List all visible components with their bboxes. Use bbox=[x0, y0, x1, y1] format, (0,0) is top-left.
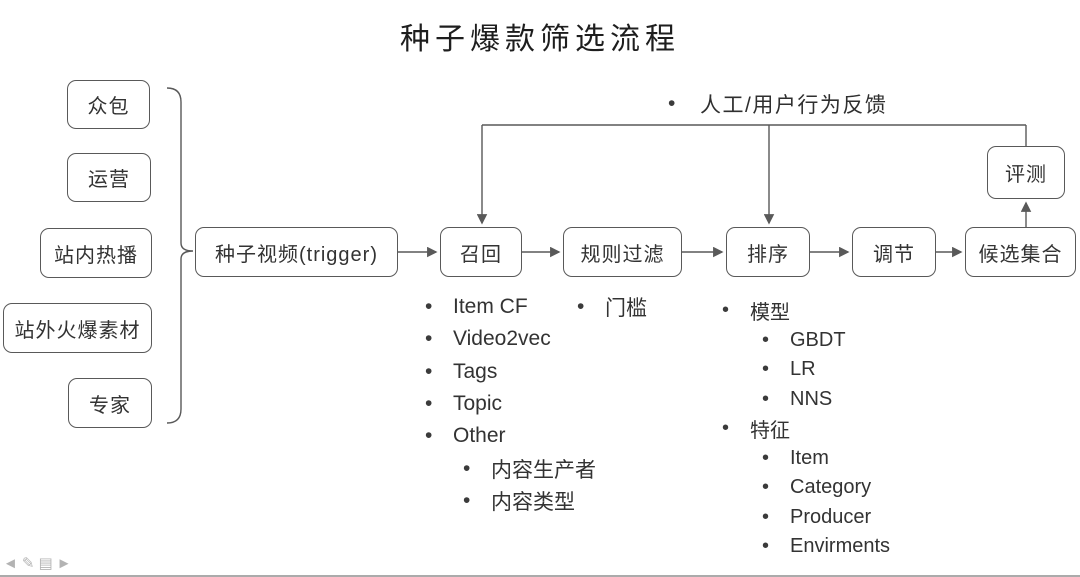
list-item-label: 内容生产者 bbox=[491, 458, 596, 482]
source-box-onsite-hot: 站内热播 bbox=[40, 228, 152, 278]
list-item: Topic bbox=[425, 388, 596, 420]
list-subitem: 内容类型 bbox=[463, 485, 596, 517]
flow-label: 规则过滤 bbox=[580, 243, 665, 266]
bullet-icon bbox=[762, 329, 790, 352]
bullet-icon bbox=[425, 295, 453, 319]
bullet-icon bbox=[463, 489, 491, 513]
bullet-icon bbox=[762, 358, 790, 381]
ranking-detail-list: 模型 GBDT LR NNS 特征 Item Category Producer… bbox=[722, 296, 890, 562]
rule-criteria-list: 门槛 bbox=[577, 291, 647, 323]
flow-box-adjust: 调节 bbox=[852, 227, 936, 277]
flow-box-seed-video-trigger: 种子视频(trigger) bbox=[195, 227, 398, 277]
bullet-icon bbox=[762, 388, 790, 411]
slide-menu-icon[interactable]: ▤ bbox=[38, 555, 53, 572]
list-item-label: 模型 bbox=[750, 302, 790, 325]
source-label: 专家 bbox=[89, 394, 131, 417]
list-item-label: Envirments bbox=[790, 535, 891, 558]
list-subitem: Item bbox=[762, 444, 890, 474]
bullet-icon bbox=[762, 535, 790, 558]
pen-icon[interactable]: ✎ bbox=[21, 555, 35, 572]
source-box-crowdsourcing: 众包 bbox=[67, 80, 150, 129]
bullet-icon bbox=[722, 299, 750, 322]
bottom-divider bbox=[0, 575, 1080, 577]
forward-arrow-icon[interactable]: ► bbox=[56, 555, 72, 572]
list-item-label: Producer bbox=[790, 505, 872, 528]
list-item-label: Item CF bbox=[453, 295, 528, 319]
flow-label: 种子视频(trigger) bbox=[214, 243, 378, 266]
bullet-icon bbox=[762, 506, 790, 529]
source-label: 站外火爆素材 bbox=[14, 319, 141, 342]
list-item-label: Video2vec bbox=[453, 327, 551, 351]
back-arrow-icon[interactable]: ◄ bbox=[3, 555, 18, 572]
list-item: Tags bbox=[425, 356, 596, 388]
slideshow-controls: ◄ ✎ ▤ ► bbox=[3, 555, 71, 573]
bullet-icon bbox=[463, 457, 491, 481]
source-label: 站内热播 bbox=[54, 244, 138, 267]
flow-label: 调节 bbox=[873, 243, 915, 266]
flow-label: 召回 bbox=[460, 243, 502, 266]
list-subitem: 内容生产者 bbox=[463, 452, 596, 484]
flow-label: 排序 bbox=[747, 243, 789, 266]
feedback-note: 人工/用户行为反馈 bbox=[668, 89, 887, 119]
list-item-label: Tags bbox=[453, 359, 498, 383]
flow-box-candidate-set: 候选集合 bbox=[965, 227, 1076, 277]
list-item-label: NNS bbox=[790, 387, 833, 410]
list-item: 特征 bbox=[722, 414, 890, 444]
bullet-icon bbox=[722, 417, 750, 440]
list-item-label: LR bbox=[790, 358, 816, 381]
list-subitem: Envirments bbox=[762, 532, 890, 562]
list-item-label: Topic bbox=[453, 392, 503, 416]
list-item: 模型 bbox=[722, 296, 890, 326]
flow-box-rank: 排序 bbox=[726, 227, 810, 277]
bullet-icon bbox=[668, 92, 700, 116]
bullet-icon bbox=[577, 295, 605, 319]
bullet-icon bbox=[425, 327, 453, 351]
source-label: 运营 bbox=[88, 169, 130, 191]
list-item-label: 特征 bbox=[750, 420, 790, 443]
list-subitem: GBDT bbox=[762, 326, 890, 356]
list-item: Video2vec bbox=[425, 323, 596, 355]
list-item-label: 门槛 bbox=[605, 297, 647, 321]
list-subitem: Category bbox=[762, 473, 890, 503]
list-subitem: LR bbox=[762, 355, 890, 385]
source-label: 众包 bbox=[87, 96, 130, 118]
flow-label: 候选集合 bbox=[978, 243, 1063, 266]
list-item-label: 内容类型 bbox=[491, 490, 575, 514]
list-item: 门槛 bbox=[577, 291, 647, 323]
source-box-operations: 运营 bbox=[67, 153, 151, 202]
flow-box-recall: 召回 bbox=[440, 227, 522, 277]
recall-methods-list: Item CF Video2vec Tags Topic Other 内容生产者… bbox=[425, 291, 596, 517]
source-box-experts: 专家 bbox=[68, 378, 152, 428]
source-box-offsite-hot-material: 站外火爆素材 bbox=[3, 303, 152, 353]
bullet-icon bbox=[762, 476, 790, 499]
feedback-label: 人工/用户行为反馈 bbox=[700, 94, 888, 117]
list-item-label: Other bbox=[453, 424, 506, 448]
bullet-icon bbox=[425, 424, 453, 448]
list-item: Other bbox=[425, 420, 596, 452]
flow-label: 评测 bbox=[1005, 164, 1047, 186]
flow-box-evaluation: 评测 bbox=[987, 146, 1065, 199]
page-title: 种子爆款筛选流程 bbox=[400, 23, 680, 56]
bullet-icon bbox=[425, 392, 453, 416]
list-item-label: Category bbox=[790, 476, 872, 499]
bullet-icon bbox=[425, 360, 453, 384]
sources-brace bbox=[166, 87, 194, 424]
flow-box-rule-filter: 规则过滤 bbox=[563, 227, 682, 277]
bullet-icon bbox=[762, 447, 790, 470]
list-item: Item CF bbox=[425, 291, 596, 323]
list-subitem: NNS bbox=[762, 385, 890, 415]
list-item-label: Item bbox=[790, 446, 829, 469]
list-item-label: GBDT bbox=[790, 328, 846, 351]
list-subitem: Producer bbox=[762, 503, 890, 533]
